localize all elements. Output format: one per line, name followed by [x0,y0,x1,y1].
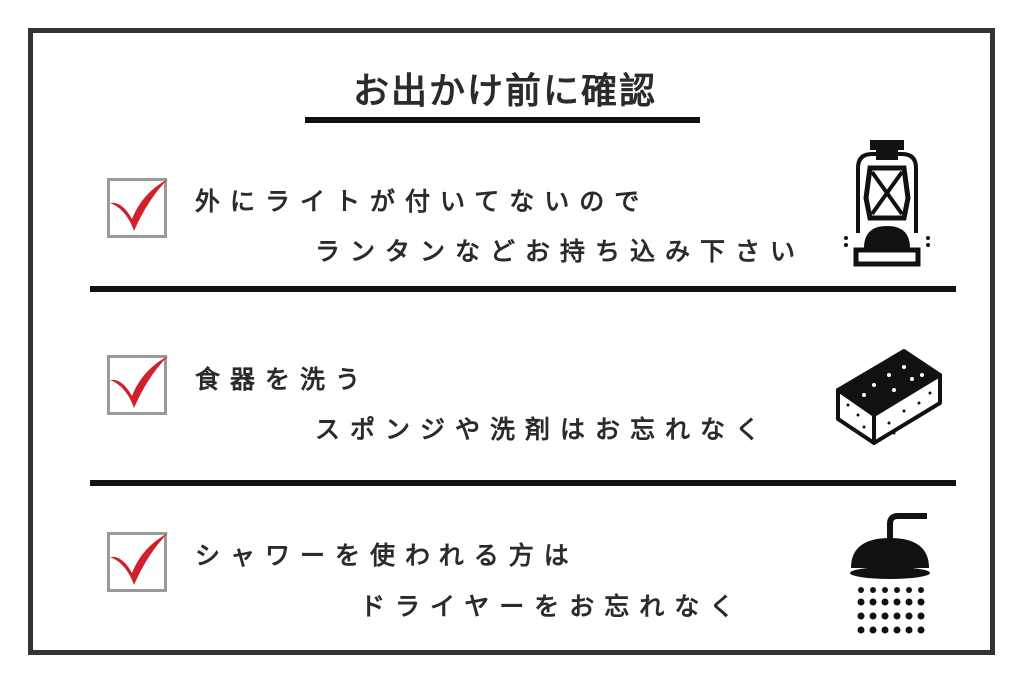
sponge-icon [836,349,942,445]
divider [90,286,956,292]
checkbox-checked [107,532,168,592]
item-1-line-1: 外にライトが付いてないので [195,187,650,216]
page-title: お出かけ前に確認 [352,71,657,112]
poster-frame [28,28,995,655]
checkmark-icon [110,533,168,585]
lantern-icon [844,140,930,267]
item-3-line-1: シャワーを使われる方は [195,541,579,570]
item-2-line-1: 食器を洗う [195,365,371,394]
item-3-line-2: ドライヤーをお忘れなく [360,592,745,621]
checkbox-checked [107,178,168,238]
title-underline [305,117,700,123]
checkmark-icon [110,179,168,231]
checkbox-checked [107,355,168,415]
divider [90,480,956,486]
shower-icon [850,513,930,634]
checkmark-icon [110,356,168,408]
item-2-line-2: スポンジや洗剤はお忘れなく [315,415,771,444]
item-1-line-2: ランタンなどお持ち込み下さい [315,237,806,266]
